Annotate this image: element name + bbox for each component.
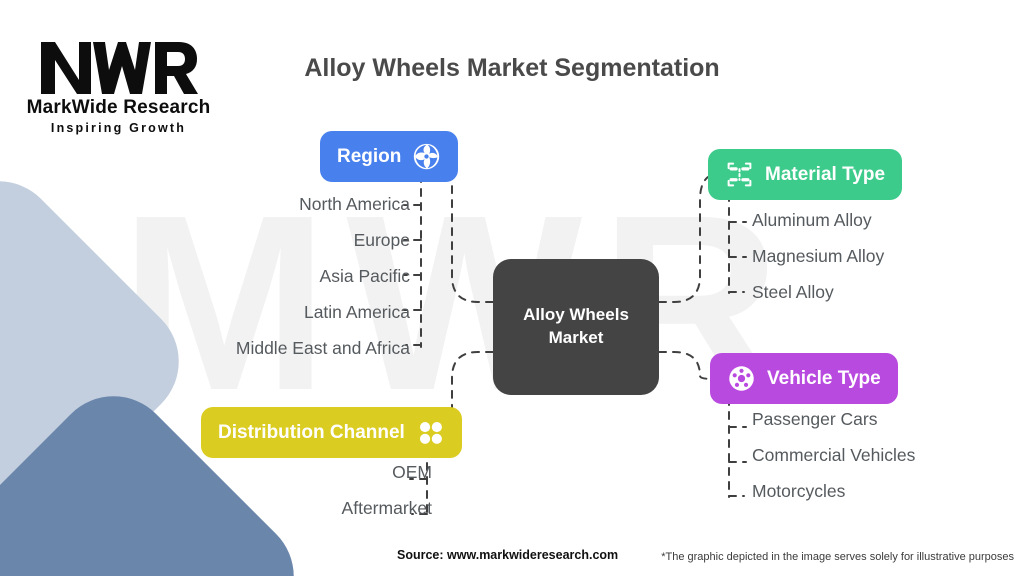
disclaimer-text: *The graphic depicted in the image serve…	[661, 551, 1014, 563]
leaf-item[interactable]: Europe	[353, 230, 410, 250]
leaf-item[interactable]: Middle East and Africa	[235, 338, 410, 358]
source-text: Source: www.markwideresearch.com	[397, 548, 619, 562]
leaf-item[interactable]: Aluminum Alloy	[752, 210, 872, 230]
logo-company-name: MarkWide Research	[26, 97, 211, 118]
branch-node-distribution-channel[interactable]: Distribution Channel	[201, 407, 462, 458]
leaf-item[interactable]: Latin America	[303, 302, 410, 322]
logo-tagline: Inspiring Growth	[50, 121, 187, 135]
connector-distribution-leaves	[409, 478, 428, 515]
branch-node-material-type[interactable]: Material Type	[708, 149, 903, 200]
leaf-item[interactable]: Steel Alloy	[752, 282, 834, 302]
center-node-alloy-wheels-market[interactable]: Alloy Wheels Market	[493, 259, 659, 395]
mwr-monogram-icon	[40, 42, 198, 94]
branch-label-material-type: Material Type	[765, 164, 886, 185]
center-node-line-1: Alloy Wheels	[523, 305, 629, 325]
leaf-item[interactable]: Asia Pacific	[319, 266, 410, 286]
page-title: Alloy Wheels Market Segmentation	[304, 54, 720, 82]
branch-node-region[interactable]: Region	[320, 131, 459, 182]
connector-center-to-region	[431, 156, 494, 303]
connector-center-to-distribution	[437, 351, 494, 432]
leaf-list-distribution-channel: OEM Aftermarket	[341, 462, 432, 536]
connector-center-to-material	[658, 173, 717, 303]
leaf-item[interactable]: OEM	[392, 462, 432, 482]
leaf-item[interactable]: Commercial Vehicles	[752, 445, 916, 465]
branch-label-distribution-channel: Distribution Channel	[218, 422, 405, 443]
branch-node-vehicle-type[interactable]: Vehicle Type	[710, 353, 898, 404]
leaf-item[interactable]: North America	[299, 194, 410, 214]
four-dots-grid-icon	[419, 421, 442, 444]
branch-label-region: Region	[337, 146, 402, 167]
center-node-line-2: Market	[548, 328, 604, 347]
branch-label-vehicle-type: Vehicle Type	[767, 368, 881, 389]
wheel-icon	[729, 366, 754, 391]
leaf-item[interactable]: Magnesium Alloy	[752, 246, 885, 266]
connector-material-leaves	[728, 221, 747, 293]
leaf-item[interactable]: Aftermarket	[341, 498, 432, 518]
leaf-list-material-type: Aluminum Alloy Magnesium Alloy Steel All…	[752, 210, 885, 320]
leaf-item[interactable]: Passenger Cars	[752, 409, 878, 429]
brand-logo: MarkWide Research Inspiring Growth	[26, 36, 211, 135]
connector-vehicle-leaves	[728, 426, 747, 497]
chassis-axle-icon	[727, 162, 752, 187]
leaf-item[interactable]: Motorcycles	[752, 481, 846, 501]
leaf-list-vehicle-type: Passenger Cars Commercial Vehicles Motor…	[752, 409, 916, 519]
leaf-list-region: North America Europe Asia Pacific Latin …	[235, 194, 410, 376]
connector-center-to-vehicle	[658, 351, 715, 380]
globe-icon	[414, 143, 440, 170]
